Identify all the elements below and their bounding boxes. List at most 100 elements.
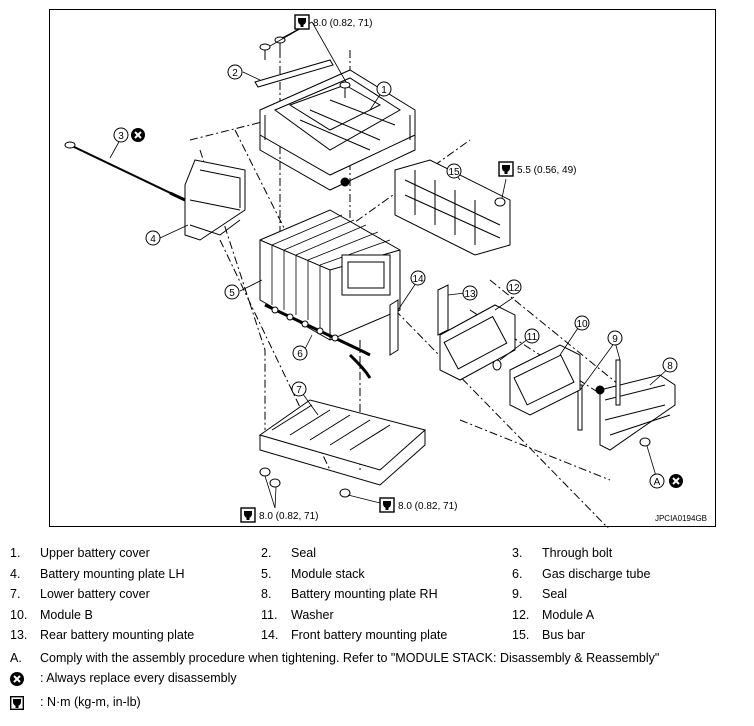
legend-num: 8. — [261, 587, 272, 601]
svg-text:12: 12 — [508, 283, 520, 294]
callout-2: 2 — [227, 64, 243, 80]
legend-num: 10. — [10, 608, 28, 622]
assembly-guide-lines — [189, 50, 651, 528]
legend-text: Upper battery cover — [40, 546, 150, 560]
legend-row: 10. Module B 11. Washer 12. Module A — [0, 606, 754, 624]
legend-num: 3. — [512, 546, 523, 560]
svg-text:A: A — [654, 477, 661, 488]
upper-battery-cover-drawing — [259, 69, 416, 191]
legend-row: 13. Rear battery mounting plate 14. Fron… — [0, 626, 754, 644]
nuts-drawing — [259, 197, 651, 498]
svg-text:4: 4 — [150, 234, 156, 245]
legend-text: Battery mounting plate RH — [291, 587, 438, 601]
note-letter: A. — [10, 651, 22, 665]
seal-top-drawing — [254, 59, 334, 88]
callout-10: 10 — [574, 315, 590, 331]
always-replace-icon — [10, 672, 24, 686]
callout-14: 14 — [410, 270, 426, 286]
torque-icon-busbar — [498, 161, 514, 177]
note-text: Comply with the assembly procedure when … — [40, 651, 660, 665]
svg-text:1: 1 — [381, 85, 387, 96]
mounting-plate-lh-drawing — [184, 159, 246, 241]
callout-11: 11 — [524, 328, 540, 344]
svg-text:10: 10 — [576, 319, 588, 330]
legend-num: 14. — [261, 628, 279, 642]
callout-6: 6 — [292, 345, 308, 361]
legend-text: Battery mounting plate LH — [40, 567, 185, 581]
callout-12: 12 — [506, 279, 522, 295]
legend-note-row: A. Comply with the assembly procedure wh… — [0, 649, 754, 667]
gas-discharge-tube-drawing — [264, 303, 372, 379]
svg-text:15: 15 — [448, 167, 460, 178]
legend-num: 1. — [10, 546, 21, 560]
torque-icon-bottom-left — [240, 507, 256, 523]
callout-7: 7 — [291, 381, 307, 397]
replace-icon-bolt — [130, 127, 146, 143]
torque-icon-top — [294, 14, 310, 30]
front-mounting-plate-drawing — [389, 299, 399, 356]
legend-text: Rear battery mounting plate — [40, 628, 195, 642]
legend-text: Front battery mounting plate — [291, 628, 448, 642]
callout-5: 5 — [224, 284, 240, 300]
callout-8: 8 — [662, 357, 678, 373]
lower-battery-cover-drawing — [258, 399, 427, 486]
legend-num: 4. — [10, 567, 21, 581]
diagram-drawing: 1 2 3 4 5 6 7 8 9 10 11 12 13 14 15 A 8.… — [64, 14, 684, 528]
svg-text:14: 14 — [412, 274, 424, 285]
svg-text:11: 11 — [527, 332, 538, 343]
replace-icon-a — [668, 473, 684, 489]
callout-4: 4 — [145, 230, 161, 246]
legend-num: 9. — [512, 587, 523, 601]
svg-text:5: 5 — [229, 288, 235, 299]
callout-circles: 1 2 3 4 5 6 7 8 9 10 11 12 13 14 15 A — [113, 64, 678, 489]
legend-text: Module stack — [291, 567, 365, 581]
callout-15: 15 — [446, 163, 462, 179]
legend-text: Lower battery cover — [40, 587, 150, 601]
svg-text:2: 2 — [232, 68, 238, 79]
legend-row: 1. Upper battery cover 2. Seal 3. Throug… — [0, 544, 754, 562]
svg-text:13: 13 — [464, 289, 476, 300]
svg-text:3: 3 — [118, 131, 124, 142]
module-stack-drawing — [259, 209, 401, 341]
legend-text: Through bolt — [542, 546, 613, 560]
module-a-drawing — [439, 304, 516, 381]
callout-1: 1 — [376, 81, 392, 97]
torque-unit-text: : N·m (kg-m, in-lb) — [40, 695, 141, 709]
module-b-drawing — [509, 344, 581, 416]
torque-label-top: 8.0 (0.82, 71) — [313, 18, 372, 29]
exploded-diagram: 1 2 3 4 5 6 7 8 9 10 11 12 13 14 15 A 8.… — [49, 9, 716, 528]
torque-label-bottom-left: 8.0 (0.82, 71) — [259, 511, 318, 522]
legend-row: 7. Lower battery cover 8. Battery mounti… — [0, 585, 754, 603]
locator-dot-right — [595, 385, 605, 395]
mounting-plate-rh-drawing — [599, 374, 676, 451]
svg-text:7: 7 — [296, 385, 302, 396]
torque-icon-bottom-right — [379, 497, 395, 513]
legend-num: 7. — [10, 587, 21, 601]
legend-num: 15. — [512, 628, 530, 642]
svg-text:9: 9 — [612, 334, 618, 345]
torque-label-bottom-right: 8.0 (0.82, 71) — [398, 501, 457, 512]
legend-num: 12. — [512, 608, 530, 622]
locator-dot-top — [340, 177, 350, 187]
bus-bar-drawing — [394, 159, 511, 256]
legend-replace-row: : Always replace every disassembly — [0, 669, 754, 687]
legend-text: Gas discharge tube — [542, 567, 651, 581]
legend-text: Module A — [542, 608, 595, 622]
figure-code: JPCIA0194GB — [654, 514, 707, 523]
through-bolt-drawing — [64, 141, 186, 202]
callout-3: 3 — [113, 127, 129, 143]
torque-wrench-icon — [10, 696, 24, 710]
legend-text: Washer — [291, 608, 334, 622]
legend-text: Bus bar — [542, 628, 586, 642]
legend-row: 4. Battery mounting plate LH 5. Module s… — [0, 565, 754, 583]
legend-text: Seal — [291, 546, 317, 560]
callout-13: 13 — [462, 285, 478, 301]
rear-mounting-plate-drawing — [437, 284, 449, 336]
torque-label-busbar: 5.5 (0.56, 49) — [517, 165, 576, 176]
svg-text:8: 8 — [667, 361, 673, 372]
callout-9: 9 — [607, 330, 623, 346]
legend-torque-row: : N·m (kg-m, in-lb) — [0, 693, 754, 711]
callout-a: A — [649, 473, 665, 489]
legend-num: 2. — [261, 546, 272, 560]
replace-text: : Always replace every disassembly — [40, 671, 237, 685]
